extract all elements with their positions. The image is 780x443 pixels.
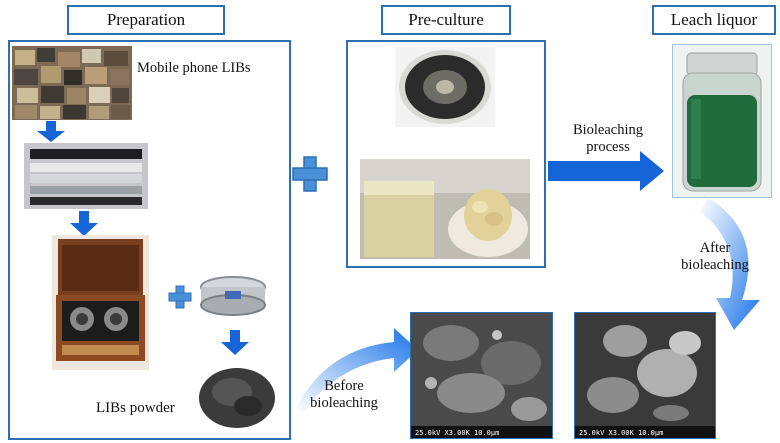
label-after-bioleaching: After bioleaching — [675, 240, 755, 274]
label-before-bioleaching: Before bioleaching — [302, 378, 386, 412]
phone-batteries-photo — [12, 46, 132, 120]
title-preparation: Preparation — [67, 5, 225, 35]
title-leach-liquor: Leach liquor — [652, 5, 776, 35]
label-bioleaching-line2: process — [586, 139, 630, 155]
electrode-strips-photo — [24, 143, 148, 209]
arrow-bioleaching — [548, 161, 642, 181]
label-libs-powder: LIBs powder — [96, 400, 175, 416]
plus-large-icon — [292, 156, 328, 192]
ball-mill-photo — [52, 235, 149, 370]
leach-liquor-photo — [672, 44, 772, 198]
sem-before-image: 25.0kV X3.00K 10.0µm — [410, 312, 553, 439]
label-after-line2: bioleaching — [681, 257, 749, 273]
label-bioleaching-process: Bioleaching process — [563, 122, 653, 156]
sem-before-caption: 25.0kV X3.00K 10.0µm — [415, 429, 500, 437]
label-before-line1: Before — [324, 378, 364, 394]
label-before-line2: bioleaching — [310, 395, 378, 411]
fungal-plate-photo — [395, 47, 495, 127]
libs-powder-photo — [196, 358, 278, 430]
culture-flask-photo — [360, 159, 530, 259]
label-after-line1: After — [699, 240, 731, 256]
sem-after-caption: 25.0kV X3.00K 10.0µm — [579, 429, 664, 437]
sem-after-image: 25.0kV X3.00K 10.0µm — [574, 312, 716, 439]
label-mobile-phone-libs: Mobile phone LIBs — [137, 60, 251, 76]
sieve-photo — [197, 265, 269, 325]
label-bioleaching-line1: Bioleaching — [572, 122, 644, 138]
title-preculture: Pre-culture — [381, 5, 511, 35]
